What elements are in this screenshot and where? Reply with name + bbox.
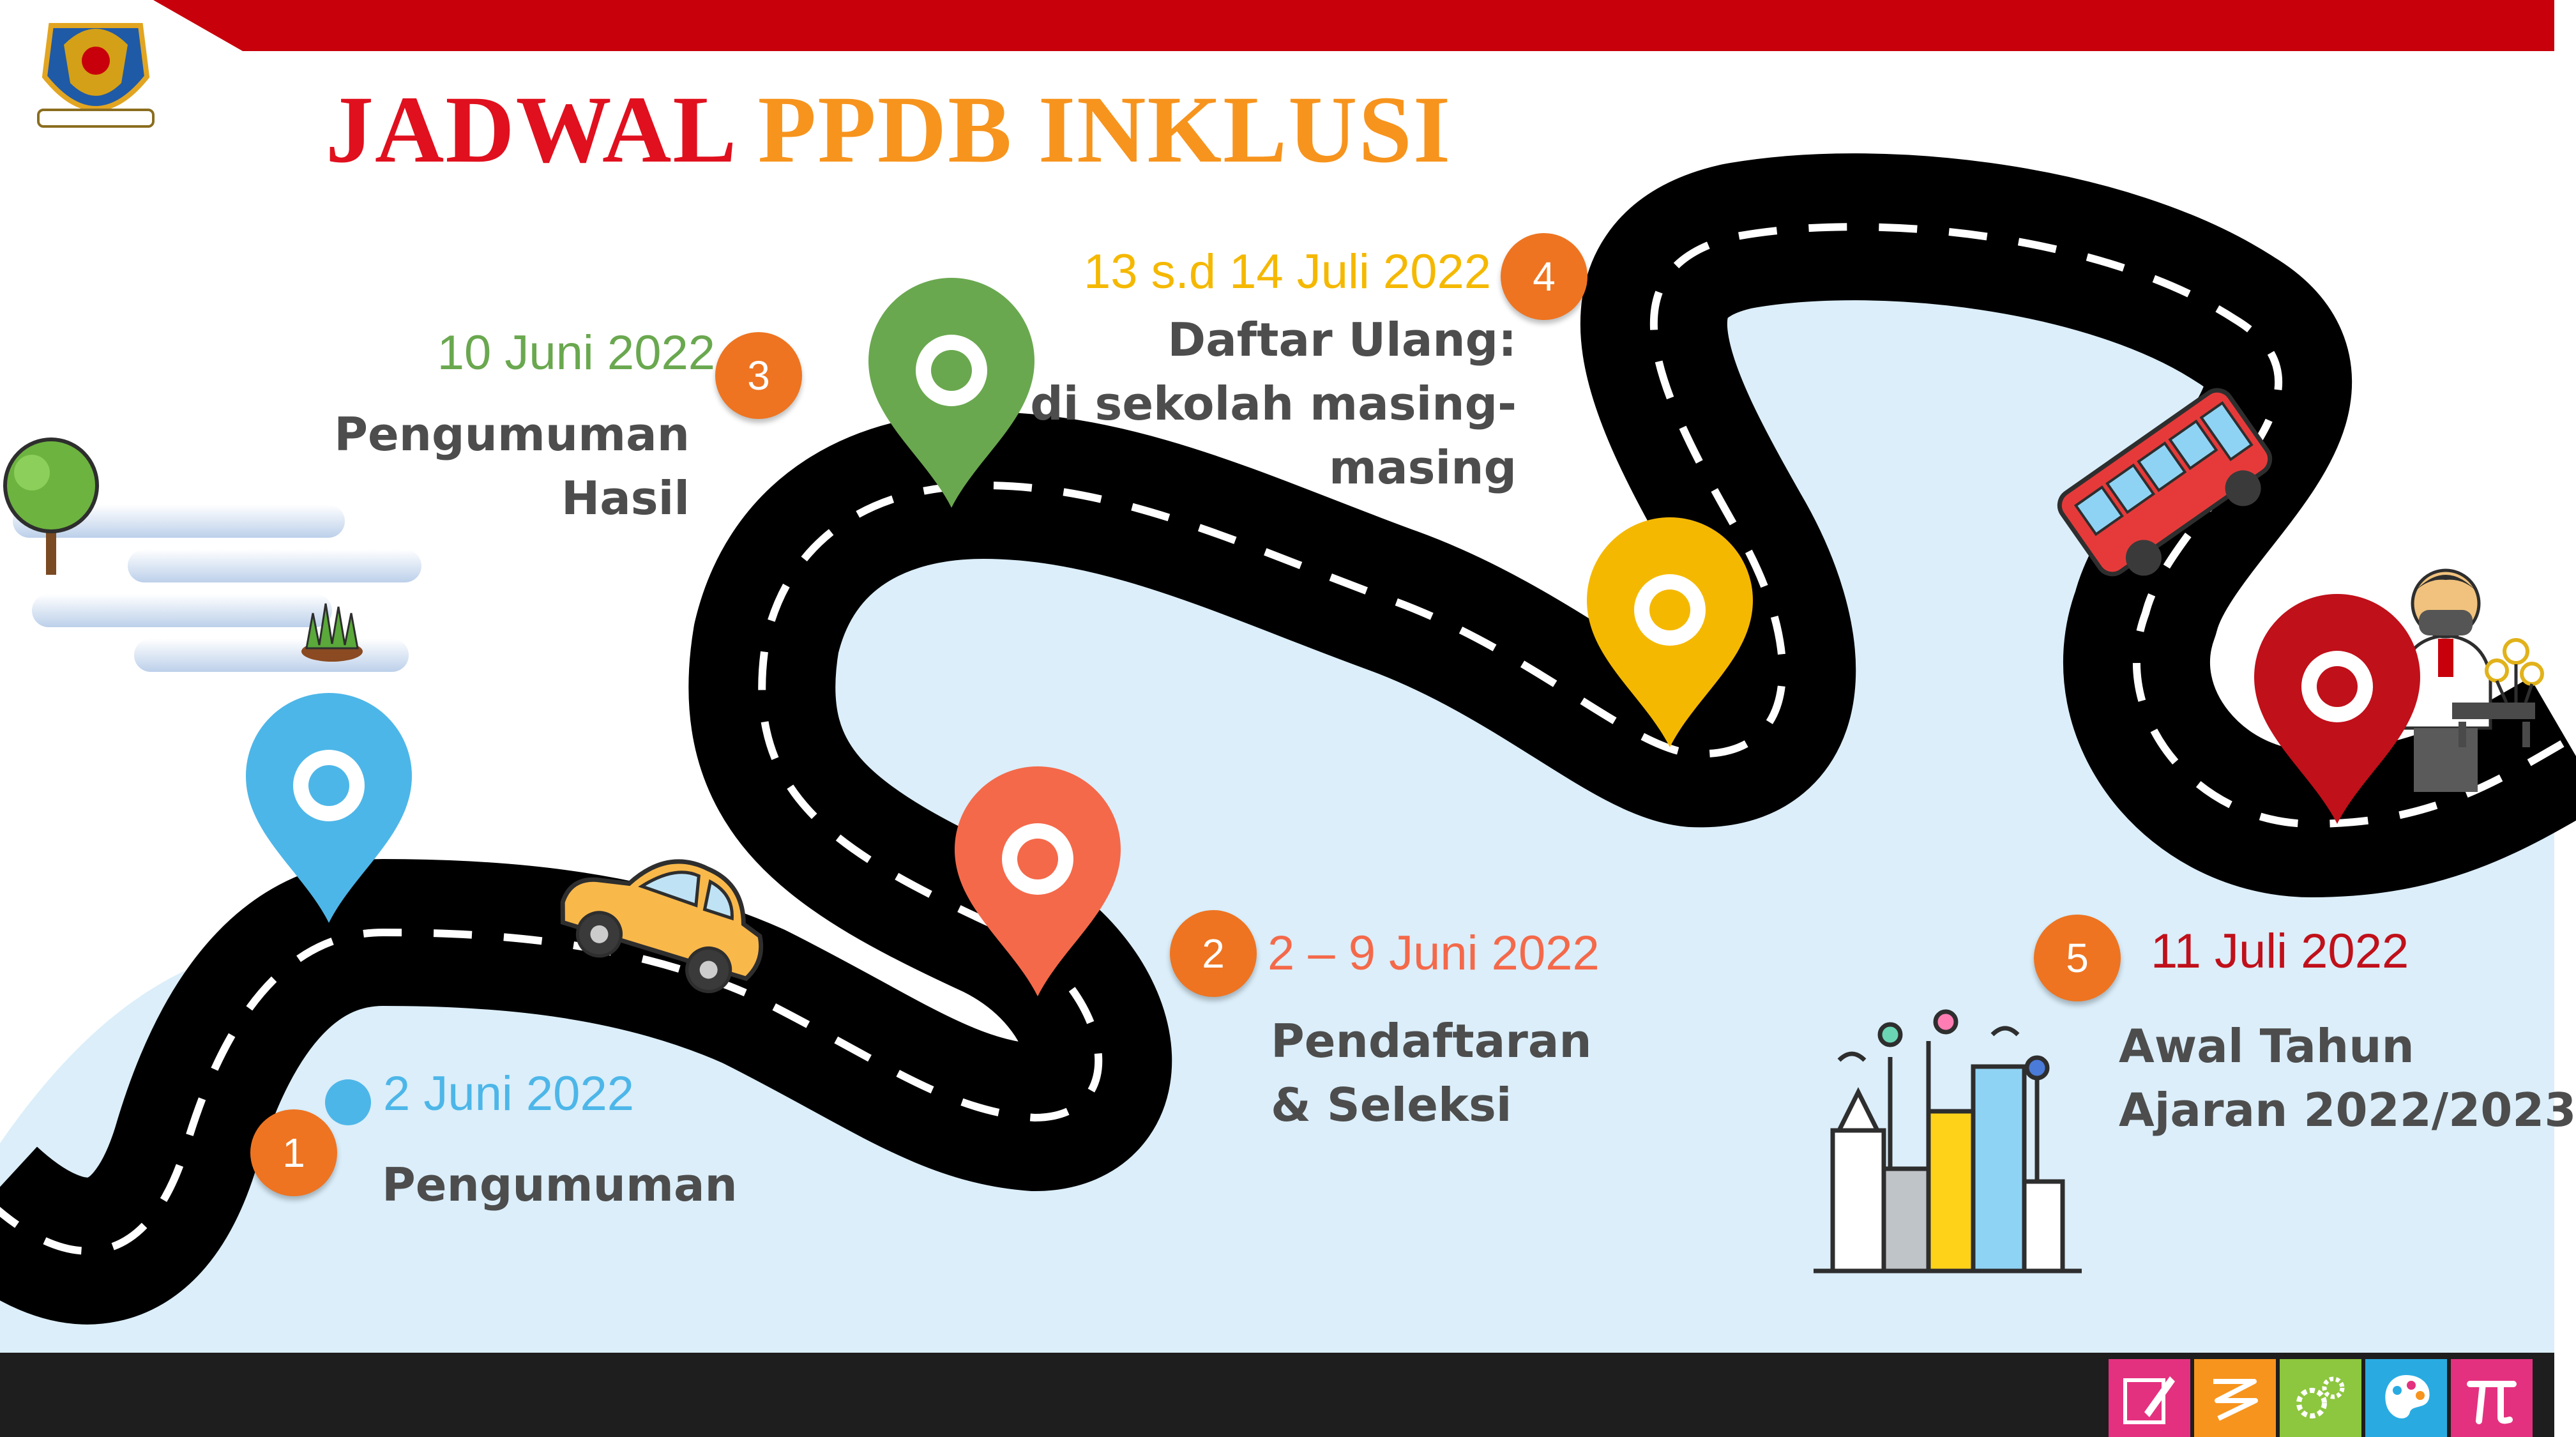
step-1-date: 2 Juni 2022 (383, 1067, 634, 1121)
step-5-label-line: Awal Tahun (2119, 1019, 2414, 1073)
emblem-icon (37, 23, 155, 128)
pin-1 (246, 693, 412, 923)
step-3-badge: 3 (715, 332, 802, 419)
subject-icon-pen (2109, 1359, 2190, 1437)
title-part-2: PPDB INKLUSI (757, 77, 1452, 183)
road-lane-dashes (0, 223, 2570, 1255)
subject-icon-zigzag (2194, 1359, 2276, 1437)
step-4-label: Daftar Ulang: di sekolah masing- masing (945, 308, 1517, 499)
top-red-band (153, 0, 2554, 51)
step-2-label: Pendaftaran & Seleksi (1271, 1009, 1592, 1137)
car-icon (560, 859, 764, 993)
step-2-label-line: & Seleksi (1271, 1078, 1512, 1132)
step-1-label: Pengumuman (382, 1153, 738, 1217)
pin-3 (868, 278, 1034, 508)
subject-icon-gears (2280, 1359, 2361, 1437)
step-2-label-line: Pendaftaran (1271, 1014, 1592, 1068)
step-1-label-line: Pengumuman (382, 1158, 738, 1212)
page-title: JADWAL PPDB INKLUSI (326, 82, 1451, 178)
step-3-date: 10 Juni 2022 (437, 326, 715, 380)
step-4-label-line: di sekolah masing- (1030, 377, 1517, 430)
step-3-label-line: Hasil (561, 471, 690, 525)
bus-icon (2057, 388, 2273, 577)
step-2-badge: 2 (1170, 910, 1257, 997)
tree-icon (3, 437, 99, 575)
step-4-badge: 4 (1501, 233, 1587, 320)
bench-icon (2452, 638, 2544, 747)
subject-icon-pi (2451, 1359, 2533, 1437)
pin-5 (2254, 594, 2420, 824)
title-part-1: JADWAL (326, 77, 733, 183)
step-1-dot (325, 1079, 371, 1125)
step-5-date: 11 Juli 2022 (2151, 924, 2409, 978)
step-3-label-line: Pengumuman (334, 407, 690, 461)
step-5-badge: 5 (2034, 915, 2121, 1001)
step-5-label: Awal Tahun Ajaran 2022/2023 (2119, 1014, 2576, 1142)
step-5-label-line: Ajaran 2022/2023 (2119, 1083, 2576, 1137)
grass-icon (301, 603, 363, 662)
step-3-label: Pengumuman Hasil (294, 402, 690, 530)
pin-2 (955, 766, 1121, 996)
land-area (0, 295, 2554, 1353)
step-2-date: 2 – 9 Juni 2022 (1268, 926, 1600, 980)
step-1-badge: 1 (250, 1109, 337, 1196)
step-4-date: 13 s.d 14 Juli 2022 (1083, 245, 1491, 299)
subject-icon-palette (2365, 1359, 2447, 1437)
pin-4 (1587, 517, 1753, 747)
step-4-label-line: masing (1329, 441, 1517, 494)
city-icon (1814, 1009, 2082, 1274)
step-4-label-line: Daftar Ulang: (1167, 313, 1517, 367)
